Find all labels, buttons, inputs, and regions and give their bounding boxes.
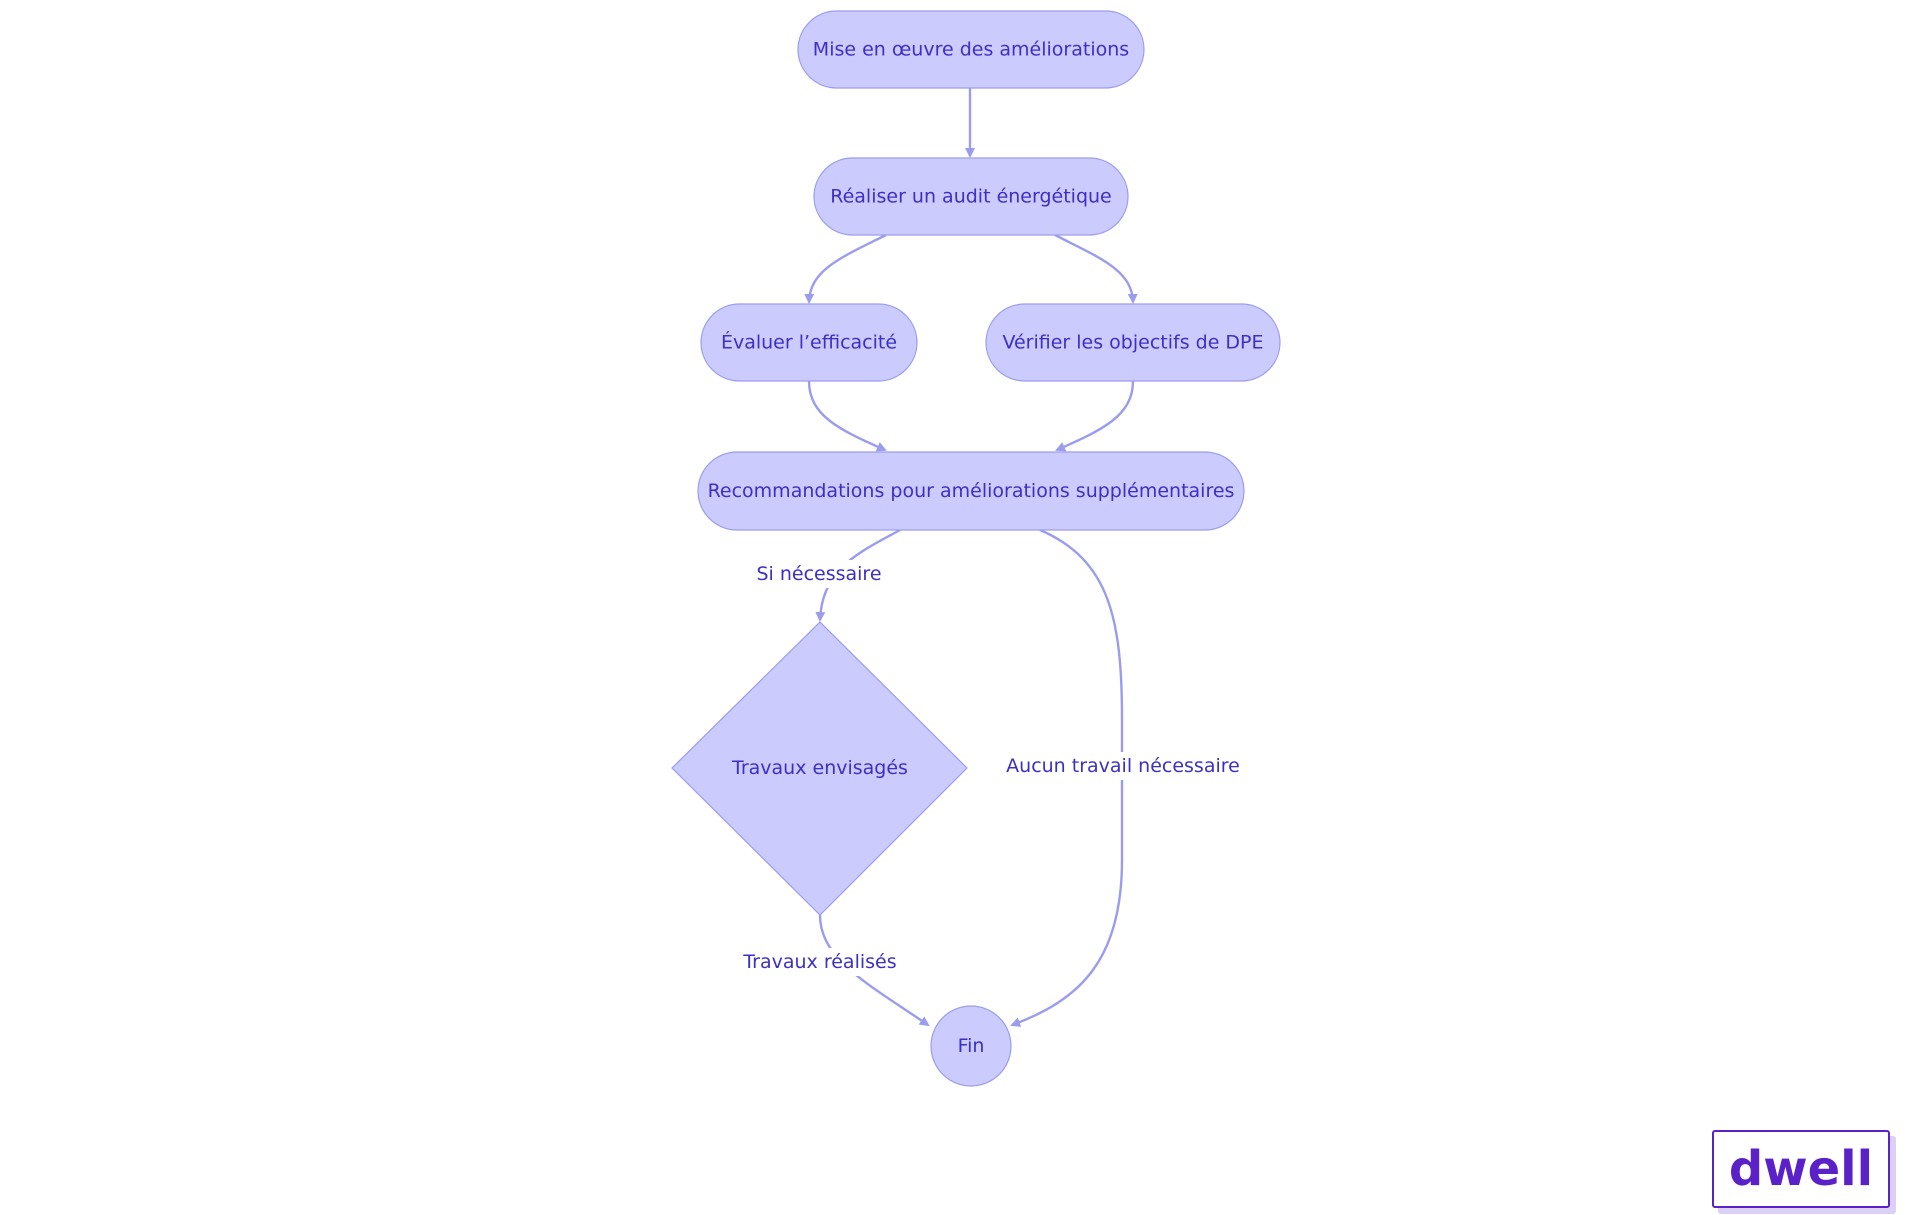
node-verifier: Vérifier les objectifs de DPE [985, 303, 1281, 382]
node-audit: Réaliser un audit énergétique [813, 157, 1129, 236]
logo-text: dwell [1728, 1141, 1874, 1197]
edge-evaluer-to-recommandations [807, 380, 887, 452]
edge-verifier-to-recommandations [1055, 380, 1135, 452]
edge-audit-to-verifier [1054, 233, 1138, 304]
node-label: Évaluer l’efficacité [721, 331, 897, 354]
edge-recommandations-to-fin [1010, 528, 1124, 1027]
node-label: Réaliser un audit énergétique [830, 186, 1111, 208]
nodes: Mise en œuvre des améliorations Réaliser… [671, 10, 1281, 1087]
node-mise-en-oeuvre: Mise en œuvre des améliorations [797, 10, 1145, 89]
node-recommandations: Recommandations pour améliorations suppl… [697, 451, 1245, 531]
node-travaux-envisages: Travaux envisagés [671, 621, 968, 916]
node-evaluer: Évaluer l’efficacité [700, 303, 918, 382]
node-label: Fin [958, 1035, 985, 1057]
node-label: Travaux envisagés [731, 757, 908, 779]
node-label: Vérifier les objectifs de DPE [1002, 332, 1263, 354]
edge-label-si-necessaire: Si nécessaire [756, 563, 881, 585]
dwell-logo: dwell [1712, 1130, 1890, 1208]
node-label: Recommandations pour améliorations suppl… [708, 480, 1235, 502]
node-label: Mise en œuvre des améliorations [813, 39, 1129, 61]
edge-audit-to-evaluer [804, 233, 887, 304]
edge-label-aucun-travail: Aucun travail nécessaire [1006, 755, 1240, 777]
edge-label-travaux-realises: Travaux réalisés [742, 951, 896, 973]
node-fin: Fin [930, 1005, 1012, 1087]
edge-labels: Si nécessaire Aucun travail nécessaire T… [742, 560, 1240, 976]
